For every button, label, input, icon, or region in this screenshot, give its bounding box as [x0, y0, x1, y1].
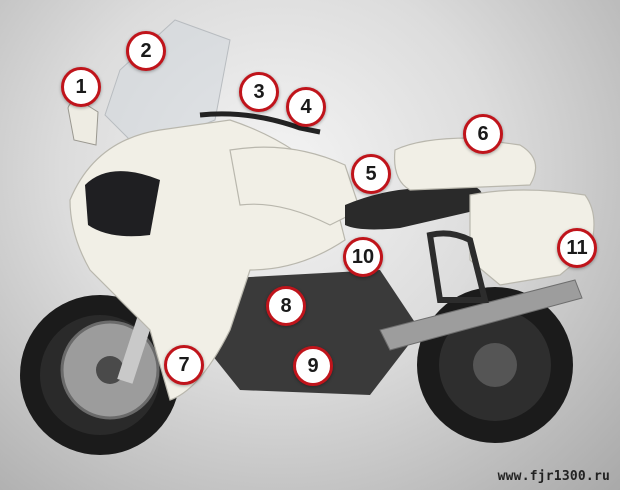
callout-4: 4 — [286, 87, 326, 127]
callout-3: 3 — [239, 72, 279, 112]
callout-5: 5 — [351, 154, 391, 194]
mirror — [67, 101, 99, 146]
callout-9: 9 — [293, 346, 333, 386]
engine — [195, 270, 420, 395]
callout-2: 2 — [126, 31, 166, 71]
callout-10: 10 — [343, 237, 383, 277]
passenger-rail — [426, 230, 489, 303]
callout-11: 11 — [557, 228, 597, 268]
callout-6: 6 — [463, 114, 503, 154]
headlight — [85, 171, 160, 237]
exhaust — [379, 279, 583, 351]
windshield — [104, 19, 231, 151]
top-case — [393, 137, 537, 191]
callout-7: 7 — [164, 345, 204, 385]
seat — [345, 185, 483, 230]
handlebar — [199, 111, 321, 135]
callout-1: 1 — [61, 67, 101, 107]
callout-8: 8 — [266, 286, 306, 326]
watermark: www.fjr1300.ru — [497, 469, 610, 484]
